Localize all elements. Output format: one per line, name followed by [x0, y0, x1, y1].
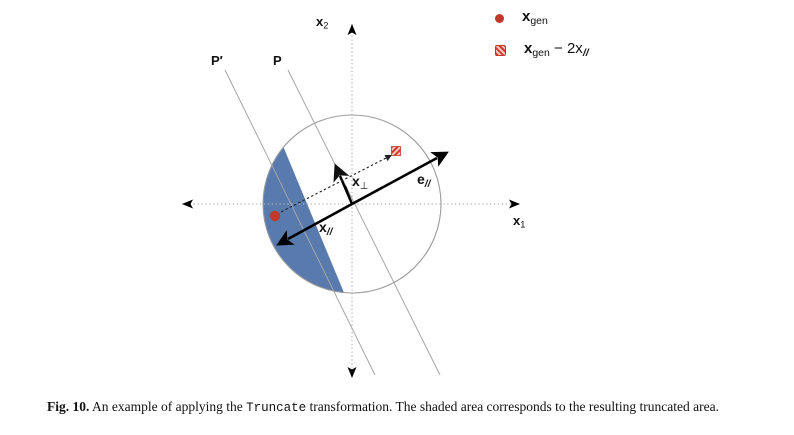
- vector-label-x-parallel: x//: [319, 220, 332, 238]
- axis-label-x2-base: x: [316, 14, 324, 29]
- reflection-arrow: [276, 154, 393, 215]
- plane-label-p-prime: P′: [211, 53, 223, 68]
- x-gen-reflected-point: [391, 146, 401, 156]
- x1-axis-left-arrowhead: [182, 199, 193, 209]
- legend-label-x-gen-base: x: [522, 8, 531, 26]
- vector-label-x-parallel-sub: //: [326, 226, 333, 238]
- x-perpendicular-stub: [343, 185, 354, 205]
- caption-number: Fig. 10.: [47, 399, 90, 414]
- vector-label-x-perpendicular: x⊥: [352, 174, 369, 192]
- x-parallel-vector: [276, 202, 353, 246]
- vector-label-e-parallel: e//: [417, 172, 430, 190]
- vector-label-e-parallel-sub: //: [424, 178, 431, 190]
- legend-label-reflected-suffix-sub: //: [582, 47, 589, 60]
- legend-label-reflected-suffix: − 2x: [549, 40, 583, 58]
- axis-label-x2-sub: 2: [323, 20, 329, 31]
- e-parallel-vector: [351, 151, 449, 206]
- vector-label-x-perpendicular-base: x: [352, 173, 360, 189]
- legend-label-reflected-base: x: [524, 40, 533, 58]
- truncated-area: [263, 115, 403, 293]
- legend-marker-solid-dot: [495, 13, 504, 23]
- axis-label-x1-sub: 1: [520, 219, 526, 230]
- figure-caption: Fig. 10. An example of applying the Trun…: [47, 398, 757, 417]
- legend-marker-hatched-dot: [495, 44, 506, 56]
- vector-label-x-parallel-base: x: [319, 219, 327, 235]
- plane-line-p: [287, 69, 441, 376]
- caption-mono-keyword: Truncate: [246, 401, 307, 415]
- legend-label-x-gen-sub: gen: [530, 15, 548, 28]
- x2-axis-bottom-arrowhead: [347, 367, 357, 378]
- caption-text-part2: transformation. The shaded area correspo…: [309, 399, 719, 414]
- axis-label-x2: x2: [316, 15, 328, 31]
- vector-label-e-parallel-base: e: [417, 171, 425, 187]
- axis-label-x1-base: x: [513, 213, 521, 228]
- legend: xgen xgen − 2x//: [495, 6, 589, 70]
- legend-label-x-gen: xgen: [522, 8, 548, 27]
- x-gen-point: [269, 210, 281, 222]
- x1-axis-right-arrowhead: [509, 199, 520, 209]
- legend-label-reflected-sub: gen: [532, 47, 550, 60]
- caption-text-part1: An example of applying the: [92, 399, 243, 414]
- legend-item-x-gen-reflected: xgen − 2x//: [495, 38, 589, 62]
- x2-axis-top-arrowhead: [347, 24, 357, 35]
- legend-label-x-gen-reflected: xgen − 2x//: [524, 40, 589, 59]
- plane-label-p: P: [273, 53, 282, 68]
- plane-line-p-prime: [224, 69, 376, 376]
- vector-label-x-perpendicular-sub: ⊥: [359, 180, 369, 192]
- axis-label-x1: x1: [513, 214, 525, 230]
- legend-item-x-gen: xgen: [495, 6, 589, 30]
